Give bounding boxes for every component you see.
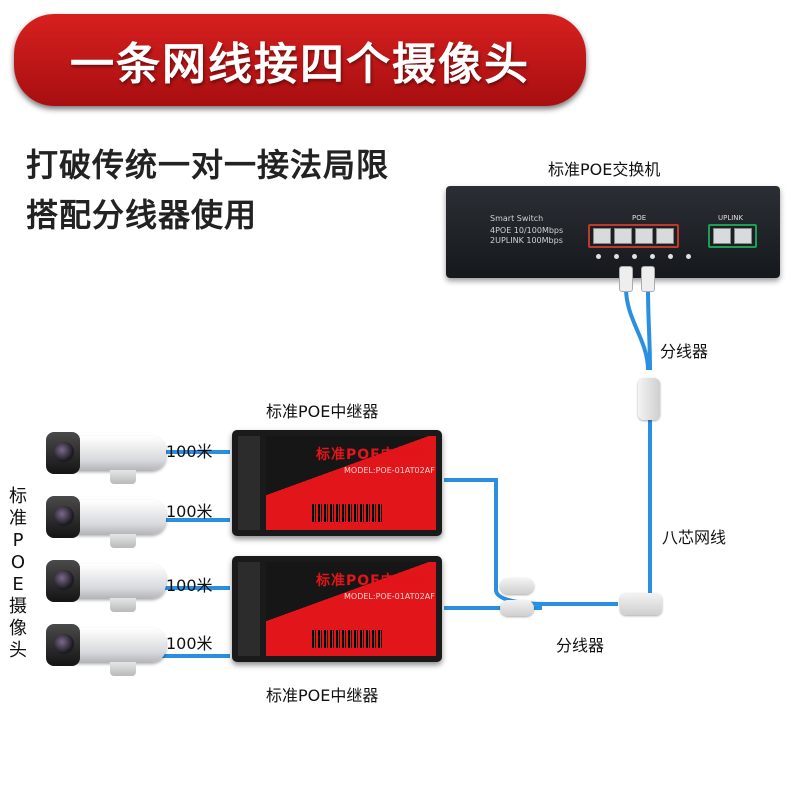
cameras-vertical-label: 标准POE摄像头 xyxy=(9,486,27,661)
lens-icon xyxy=(54,506,74,526)
switch-spec-1: 4POE 10/100Mbps xyxy=(490,226,564,235)
switch-spec-2: 2UPLINK 100Mbps xyxy=(490,236,563,245)
uplink-ports-label: UPLINK xyxy=(718,214,744,222)
subtitle-line-1: 打破传统一对一接法局限 xyxy=(26,146,390,184)
camera-mount xyxy=(110,534,136,548)
camera-2 xyxy=(46,496,166,554)
camera-body xyxy=(66,628,166,662)
repeater-title: 标准POE中继器 xyxy=(316,447,426,463)
poe-port xyxy=(593,228,611,244)
camera-front xyxy=(46,624,80,666)
poe-ports-label: POE xyxy=(632,214,647,222)
led-icon xyxy=(596,254,601,259)
camera-3 xyxy=(46,560,166,618)
cable-label: 八芯网线 xyxy=(662,528,727,547)
poe-port-block xyxy=(588,224,679,248)
camera-body xyxy=(66,436,166,470)
camera-1 xyxy=(46,432,166,490)
lens-icon xyxy=(54,442,74,462)
repeater-side-panel xyxy=(238,562,260,656)
uplink-port xyxy=(734,228,752,244)
splitter-bottom-out-icon xyxy=(500,578,534,594)
subtitle-line-2: 搭配分线器使用 xyxy=(26,196,258,234)
poe-repeater-2: 标准POE中继器 MODEL:POE-01AT02AF xyxy=(232,556,442,662)
camera-body xyxy=(66,564,166,598)
distance-label-4: 100米 xyxy=(166,634,213,653)
poe-port xyxy=(656,228,674,244)
led-icon xyxy=(650,254,655,259)
rj45-plug-icon xyxy=(641,266,655,292)
poe-switch: Smart Switch 4POE 10/100Mbps 2UPLINK 100… xyxy=(446,186,780,278)
camera-front xyxy=(46,560,80,602)
camera-mount xyxy=(110,662,136,676)
distance-label-3: 100米 xyxy=(166,576,213,595)
led-icon xyxy=(614,254,619,259)
barcode-icon xyxy=(312,630,382,648)
poe-repeater-1: 标准POE中继器 MODEL:POE-01AT02AF xyxy=(232,430,442,536)
repeater-bottom-label: 标准POE中继器 xyxy=(266,686,379,705)
repeater-top-label: 标准POE中继器 xyxy=(266,402,379,421)
switch-label: 标准POE交换机 xyxy=(548,160,661,179)
title-banner: 一条网线接四个摄像头 xyxy=(14,14,586,106)
distance-label-2: 100米 xyxy=(166,502,213,521)
repeater-model: MODEL:POE-01AT02AF xyxy=(344,466,435,475)
repeater-side-panel xyxy=(238,436,260,530)
camera-front xyxy=(46,432,80,474)
splitter-bottom-in-icon xyxy=(620,593,662,615)
camera-mount xyxy=(110,598,136,612)
splitter-bottom-label: 分线器 xyxy=(556,636,605,655)
switch-brand: Smart Switch xyxy=(490,214,544,223)
led-icon xyxy=(686,254,691,259)
camera-4 xyxy=(46,624,166,682)
cable-switch-to-splitter-b xyxy=(646,287,652,371)
camera-body xyxy=(66,500,166,534)
uplink-port-block xyxy=(708,224,757,248)
banner-title: 一条网线接四个摄像头 xyxy=(70,39,530,90)
cable-splitter-to-repeater-1 xyxy=(444,478,618,606)
repeater-model: MODEL:POE-01AT02AF xyxy=(344,592,435,601)
cable-switch-to-splitter-a xyxy=(624,287,650,371)
led-icon xyxy=(632,254,637,259)
led-icon xyxy=(668,254,673,259)
lens-icon xyxy=(54,634,74,654)
lens-icon xyxy=(54,570,74,590)
poe-port xyxy=(635,228,653,244)
uplink-port xyxy=(713,228,731,244)
barcode-icon xyxy=(312,504,382,522)
splitter-top-label: 分线器 xyxy=(660,342,709,361)
rj45-plug-icon xyxy=(619,266,633,292)
distance-label-1: 100米 xyxy=(166,442,213,461)
repeater-title: 标准POE中继器 xyxy=(316,573,426,589)
camera-mount xyxy=(110,470,136,484)
repeater-face: 标准POE中继器 MODEL:POE-01AT02AF xyxy=(266,562,436,656)
poe-port xyxy=(614,228,632,244)
splitter-bottom-out-icon xyxy=(500,600,534,616)
camera-front xyxy=(46,496,80,538)
repeater-face: 标准POE中继器 MODEL:POE-01AT02AF xyxy=(266,436,436,530)
port-leds xyxy=(596,254,691,259)
splitter-top-icon xyxy=(638,378,660,420)
